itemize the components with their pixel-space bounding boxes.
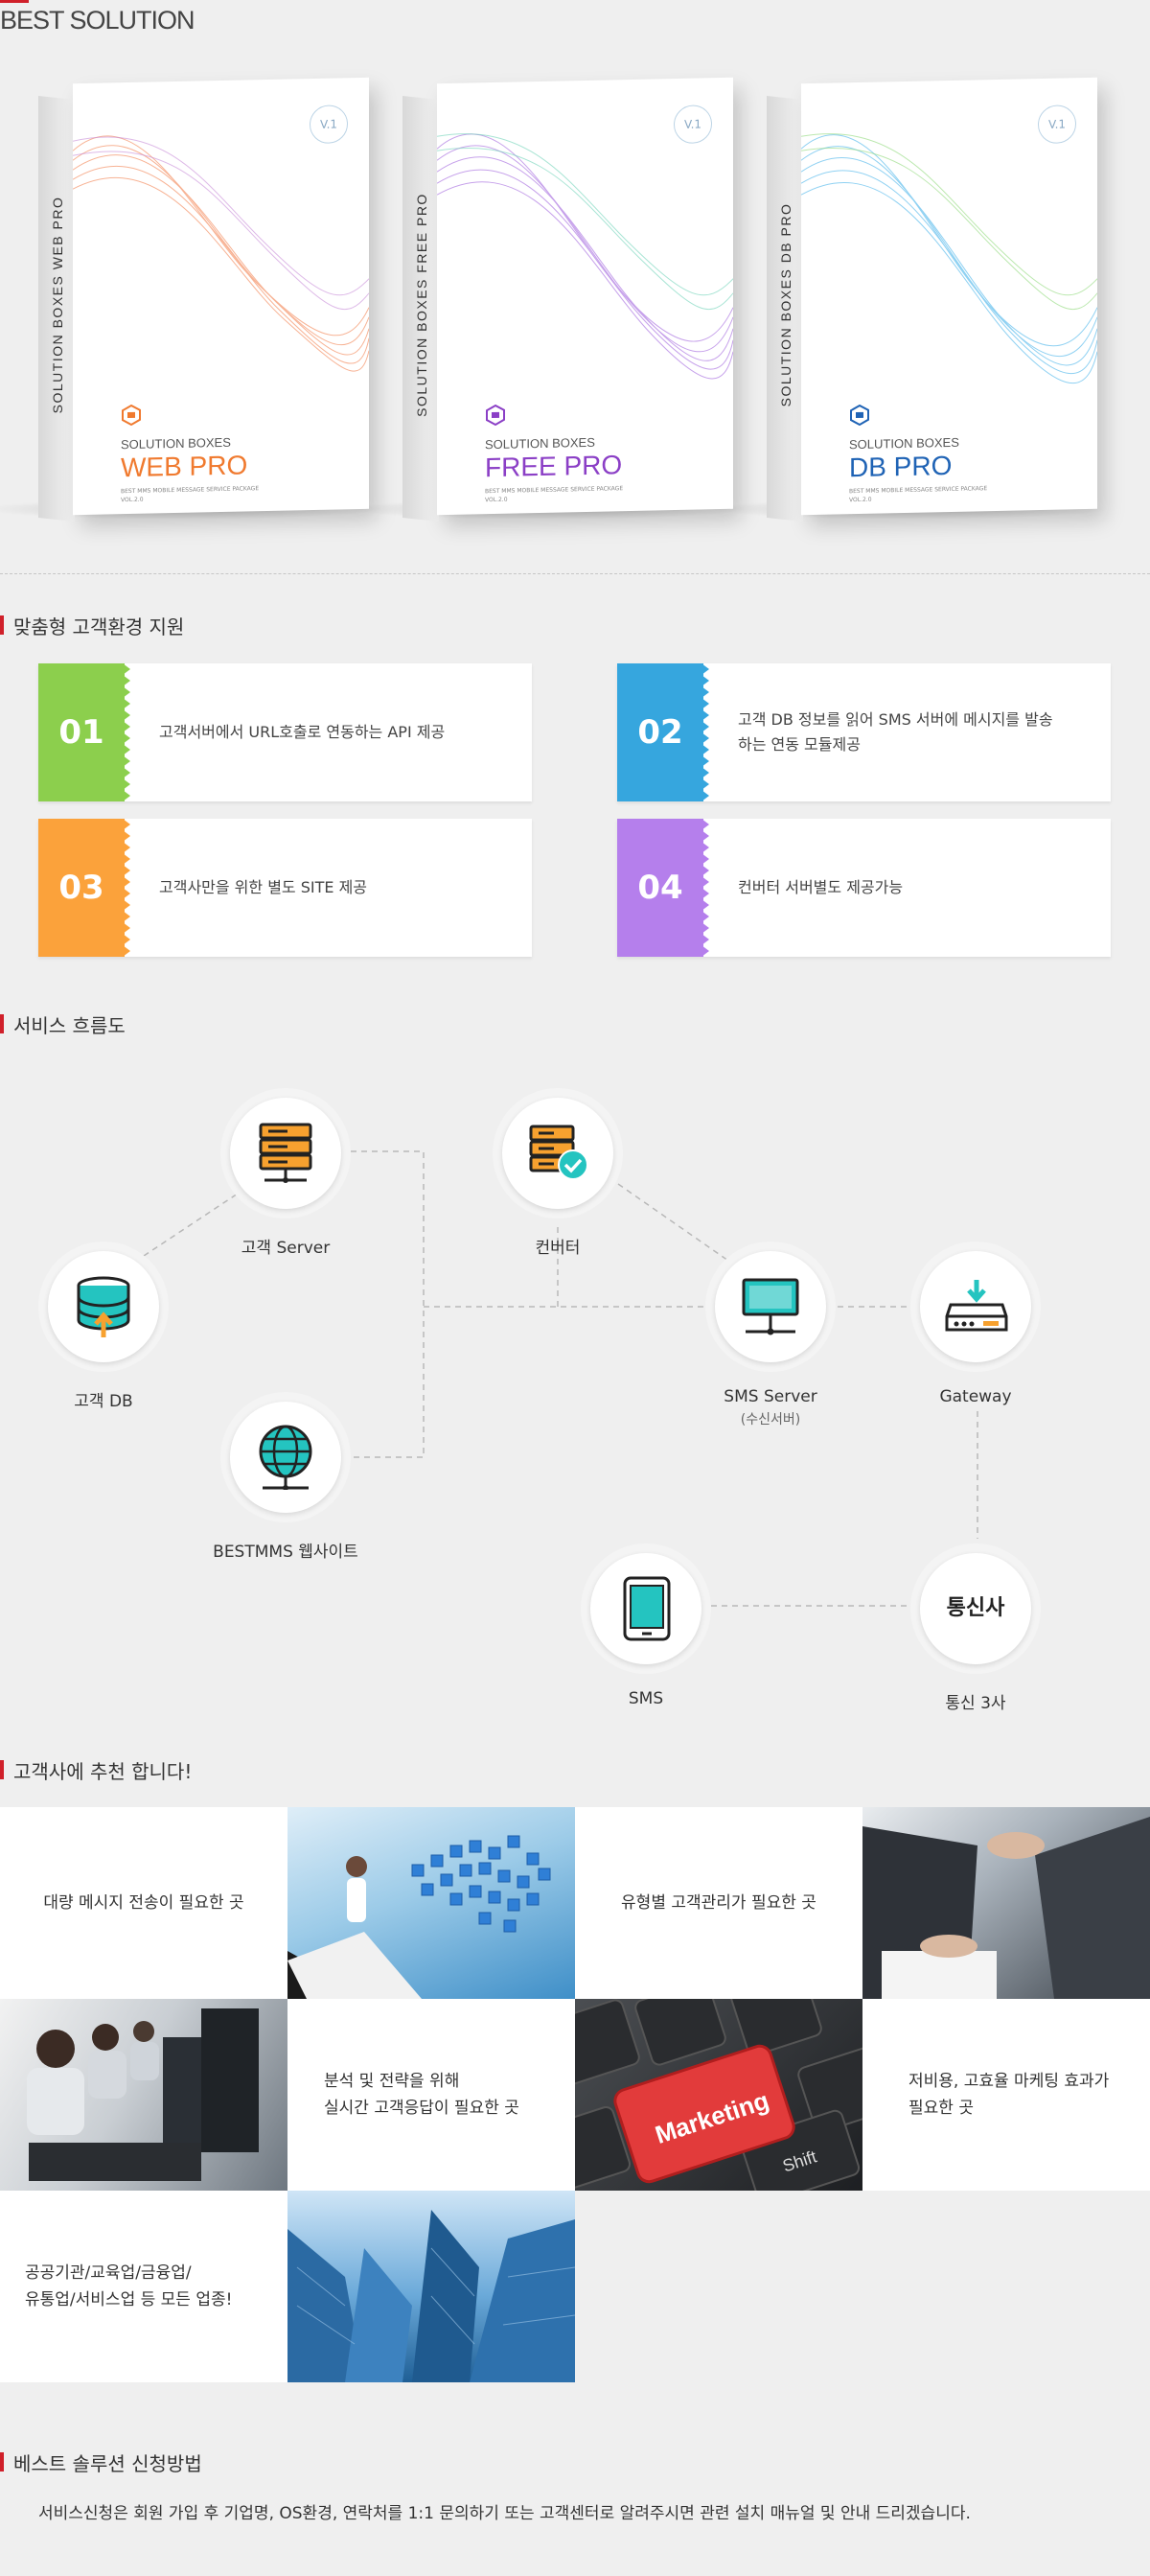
- section-heading-custom: 맞춤형 고객환경 지원: [0, 612, 184, 639]
- box-brand: SOLUTION BOXES: [485, 434, 595, 453]
- feature-card-01: 01 고객서버에서 URL호출로 연동하는 API 제공: [38, 663, 532, 801]
- hexagon-logo-icon: [486, 404, 505, 427]
- call-center-photo: [0, 1999, 288, 2191]
- box-side-text: SOLUTION BOXES DB PRO: [778, 202, 794, 407]
- box-side-text: SOLUTION BOXES WEB PRO: [50, 196, 65, 414]
- cloud-network-photo: [288, 1807, 575, 1999]
- box-front: V.1 SOLUTION BOXES FREE PRO BEST MMS MOB…: [437, 77, 733, 516]
- zigzag-edge: [123, 663, 130, 801]
- skyscrapers-graphic: [288, 2210, 575, 2382]
- wave-graphic: [437, 133, 733, 380]
- flow-node-label: SMS Server: [724, 1387, 817, 1406]
- box-front: V.1 SOLUTION BOXES DB PRO BEST MMS MOBIL…: [801, 77, 1097, 516]
- flow-node-gateway[interactable]: [910, 1242, 1041, 1372]
- recommend-text: 대량 메시지 전송이 필요한 곳: [43, 1893, 244, 1913]
- product-box-web-pro[interactable]: SOLUTION BOXES WEB PRO V.1 SOLUTION BOXE…: [38, 77, 369, 522]
- handshake-graphic: [862, 1817, 1150, 1999]
- hexagon-logo-icon: [850, 404, 869, 427]
- feature-card-02: 02 고객 DB 정보를 읽어 SMS 서버에 메시지를 발송하는 연동 모듈제…: [617, 663, 1111, 801]
- wave-graphic: [801, 133, 1097, 383]
- product-name: DB PRO: [849, 450, 953, 483]
- flow-node-telecom[interactable]: 통신사: [910, 1543, 1041, 1674]
- box-brand: SOLUTION BOXES: [121, 434, 231, 453]
- flow-node-sublabel: (수신서버): [740, 1412, 801, 1427]
- section-divider: [0, 573, 1150, 574]
- handshake-photo: [862, 1807, 1150, 1999]
- flow-node-customer-server[interactable]: [220, 1088, 351, 1218]
- feature-card-03: 03 고객사만을 위한 별도 SITE 제공: [38, 819, 532, 957]
- zigzag-edge: [123, 819, 130, 957]
- recommend-item: 분석 및 전략을 위해 실시간 고객응답이 필요한 곳: [288, 1999, 575, 2191]
- flow-node-sms-server[interactable]: [705, 1242, 836, 1372]
- flow-node-label: 컨버터: [535, 1239, 581, 1258]
- server-check-icon: [529, 1125, 588, 1180]
- flow-node-website[interactable]: [220, 1392, 351, 1522]
- recommend-item: 대량 메시지 전송이 필요한 곳: [0, 1807, 288, 1999]
- globe-network-icon: [259, 1425, 312, 1490]
- recommend-text: 공공기관/교육업/금융업/ 유통업/서비스업 등 모든 업종!: [25, 2263, 233, 2309]
- recommend-text: 유형별 고객관리가 필요한 곳: [621, 1893, 816, 1913]
- keyboard-graphic: Marketing Shift: [575, 1999, 862, 2191]
- product-subtitle: BEST MMS MOBILE MESSAGE SERVICE PACKAGE …: [121, 485, 260, 504]
- feature-card-04: 04 컨버터 서버별도 제공가능: [617, 819, 1111, 957]
- recommend-item: 유형별 고객관리가 필요한 곳: [575, 1807, 862, 1999]
- recommend-text: 분석 및 전략을 위해 실시간 고객응답이 필요한 곳: [324, 2072, 519, 2118]
- feature-number: 04: [617, 819, 709, 957]
- monitor-network-icon: [742, 1278, 799, 1335]
- flow-connectors: [143, 1150, 978, 1607]
- recommend-item: 저비용, 고효율 마케팅 효과가 필요한 곳: [862, 1999, 1150, 2191]
- skyscrapers-photo: [288, 2191, 575, 2382]
- flow-node-converter[interactable]: [493, 1088, 623, 1218]
- feature-number: 03: [38, 819, 130, 957]
- feature-text: 고객 DB 정보를 읽어 SMS 서버에 메시지를 발송하는 연동 모듈제공: [738, 710, 1053, 754]
- zigzag-edge: [702, 663, 709, 801]
- section-heading-recommend: 고객사에 추천 합니다!: [0, 1756, 192, 1784]
- product-subtitle: BEST MMS MOBILE MESSAGE SERVICE PACKAGE …: [485, 485, 624, 504]
- product-name: FREE PRO: [485, 450, 623, 483]
- section-heading-howto: 베스트 솔루션 신청방법: [0, 2448, 202, 2476]
- flow-node-sms[interactable]: [581, 1543, 711, 1674]
- flow-node-customer-db[interactable]: [38, 1242, 169, 1372]
- box-front: V.1 SOLUTION BOXES WEB PRO BEST MMS MOBI…: [73, 77, 369, 516]
- feature-text: 고객사만을 위한 별도 SITE 제공: [159, 878, 368, 896]
- wave-graphic: [73, 135, 369, 372]
- marketing-keyboard-photo: Marketing Shift: [575, 1999, 862, 2191]
- product-box-db-pro[interactable]: SOLUTION BOXES DB PRO V.1 SOLUTION BOXES…: [767, 77, 1097, 522]
- flow-node-label: 통신 3사: [945, 1694, 1006, 1713]
- flow-node-label: SMS: [628, 1689, 664, 1708]
- hexagon-logo-icon: [122, 404, 141, 427]
- howto-description: 서비스신청은 회원 가입 후 기업명, OS환경, 연락처를 1:1 문의하기 …: [38, 2504, 971, 2523]
- flow-node-label: 고객 Server: [241, 1239, 331, 1258]
- flow-node-label: Gateway: [939, 1387, 1012, 1406]
- tablet-icon: [623, 1576, 671, 1641]
- feature-number: 02: [617, 663, 709, 801]
- product-name: WEB PRO: [121, 450, 248, 483]
- product-box-free-pro[interactable]: SOLUTION BOXES FREE PRO V.1 SOLUTION BOX…: [402, 77, 733, 522]
- feature-text: 고객서버에서 URL호출로 연동하는 API 제공: [159, 723, 446, 741]
- title-accent-bar: [0, 0, 29, 3]
- server-rack-icon: [259, 1123, 312, 1183]
- recommend-text: 저비용, 고효율 마케팅 효과가 필요한 곳: [908, 2072, 1110, 2118]
- section-heading-flow: 서비스 흐름도: [0, 1010, 126, 1038]
- page-title: BEST SOLUTION: [0, 6, 196, 35]
- call-center-graphic: [27, 2008, 259, 2181]
- feature-text: 컨버터 서버별도 제공가능: [738, 878, 904, 896]
- gateway-device-icon: [945, 1280, 1008, 1332]
- flow-node-label: 고객 DB: [74, 1392, 133, 1411]
- database-upload-icon: [77, 1276, 130, 1337]
- box-side-text: SOLUTION BOXES FREE PRO: [414, 193, 429, 417]
- zigzag-edge: [702, 819, 709, 957]
- cloud-cubes-graphic: [288, 1835, 551, 1999]
- telecom-badge-text: 통신사: [946, 1596, 1005, 1620]
- feature-number: 01: [38, 663, 130, 801]
- recommend-item: 공공기관/교육업/금융업/ 유통업/서비스업 등 모든 업종!: [0, 2191, 288, 2382]
- product-subtitle: BEST MMS MOBILE MESSAGE SERVICE PACKAGE …: [849, 485, 988, 504]
- flow-node-label: BESTMMS 웹사이트: [213, 1543, 358, 1562]
- box-brand: SOLUTION BOXES: [849, 434, 959, 453]
